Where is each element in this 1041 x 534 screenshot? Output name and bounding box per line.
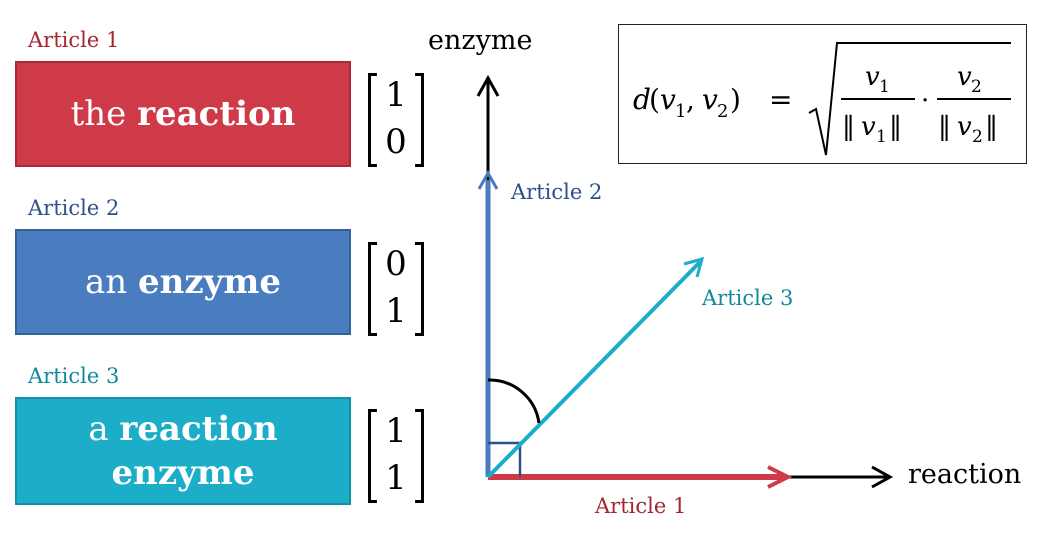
frac1-den-v: v bbox=[861, 112, 876, 142]
bracket-left bbox=[368, 242, 377, 336]
x-axis-label: reaction bbox=[908, 459, 1021, 490]
box-text-bold: reaction bbox=[119, 408, 278, 449]
formula-dot: · bbox=[921, 86, 929, 116]
article-2-vector-label: Article 2 bbox=[510, 180, 602, 204]
article-1-arrowhead bbox=[767, 465, 793, 489]
box-text-bold: enzyme bbox=[111, 453, 255, 493]
radical-sign bbox=[808, 42, 1011, 156]
article-1-vector-label: Article 1 bbox=[594, 494, 686, 518]
formula-close-paren: ) bbox=[730, 83, 741, 116]
bracket-right bbox=[415, 73, 424, 167]
bracket-left bbox=[368, 73, 377, 167]
formula-sub1: 1 bbox=[675, 101, 686, 122]
article-1-vector: 1 0 bbox=[368, 73, 424, 167]
frac1-den-norm-right: ‖ bbox=[889, 112, 902, 142]
frac1-den-norm-left: ‖ bbox=[842, 112, 855, 142]
vector-component-reaction: 1 bbox=[385, 75, 407, 115]
box-text: an bbox=[84, 261, 138, 302]
x-axis-arrowhead bbox=[871, 465, 894, 489]
box-text-line: a reaction bbox=[88, 407, 277, 451]
frac2-den-sub: 2 bbox=[972, 127, 983, 147]
formula-d: d bbox=[633, 83, 651, 116]
bracket-left bbox=[368, 409, 377, 503]
formula-v1: v bbox=[660, 83, 676, 116]
box-text-bold: reaction bbox=[137, 93, 296, 134]
vector-component-enzyme: 0 bbox=[385, 122, 407, 162]
y-axis-label: enzyme bbox=[428, 25, 532, 56]
box-text-bold: enzyme bbox=[137, 261, 281, 302]
frac2-den-norm-left: ‖ bbox=[938, 112, 951, 142]
y-axis-arrowhead bbox=[476, 74, 500, 97]
frac2-num-v: v bbox=[957, 62, 972, 92]
frac2-den-v: v bbox=[957, 112, 972, 142]
article-2-label: Article 2 bbox=[28, 196, 120, 220]
frac1-num-sub: 1 bbox=[879, 77, 890, 97]
vector-component-reaction: 1 bbox=[385, 411, 407, 451]
box-text: the bbox=[70, 93, 138, 134]
article-3-vector-label: Article 3 bbox=[701, 286, 793, 310]
formula-equals: = bbox=[769, 83, 792, 116]
article-3-vector: 1 1 bbox=[368, 409, 424, 503]
formula-svg: d ( v 1 , v 2 ) = v 1 ‖ v 1 ‖ · v 2 ‖ v bbox=[633, 42, 1011, 156]
cosine-similarity-formula: d ( v 1 , v 2 ) = v 1 ‖ v 1 ‖ · v 2 ‖ v bbox=[618, 24, 1027, 164]
article-3-label: Article 3 bbox=[28, 364, 120, 388]
formula-v2: v bbox=[702, 83, 718, 116]
angle-arc bbox=[487, 378, 541, 424]
frac1-num-v: v bbox=[865, 62, 880, 92]
vector-component-reaction: 0 bbox=[385, 244, 407, 284]
box-text-line: an enzyme bbox=[85, 260, 281, 304]
box-text-line: enzyme bbox=[111, 451, 254, 495]
box-text-line: the reaction bbox=[71, 92, 296, 136]
formula-sub2: 2 bbox=[717, 101, 728, 122]
frac2-num-sub: 2 bbox=[971, 77, 982, 97]
article-1-box: the reaction bbox=[15, 61, 351, 167]
article-2-box: an enzyme bbox=[15, 229, 351, 335]
vector-component-enzyme: 1 bbox=[385, 458, 407, 498]
vector-component-enzyme: 1 bbox=[385, 291, 407, 331]
article-2-vector: 0 1 bbox=[368, 242, 424, 336]
frac2-den-norm-right: ‖ bbox=[985, 112, 998, 142]
article-2-arrowhead bbox=[477, 169, 499, 190]
box-text: a bbox=[88, 408, 120, 449]
frac1-den-sub: 1 bbox=[876, 127, 887, 147]
article-3-arrow bbox=[486, 260, 702, 479]
article-1-label: Article 1 bbox=[28, 28, 120, 52]
formula-open-paren: ( bbox=[649, 83, 660, 116]
formula-comma: , bbox=[686, 83, 695, 116]
bracket-right bbox=[415, 409, 424, 503]
article-3-arrowhead bbox=[683, 256, 705, 278]
bracket-right bbox=[415, 242, 424, 336]
